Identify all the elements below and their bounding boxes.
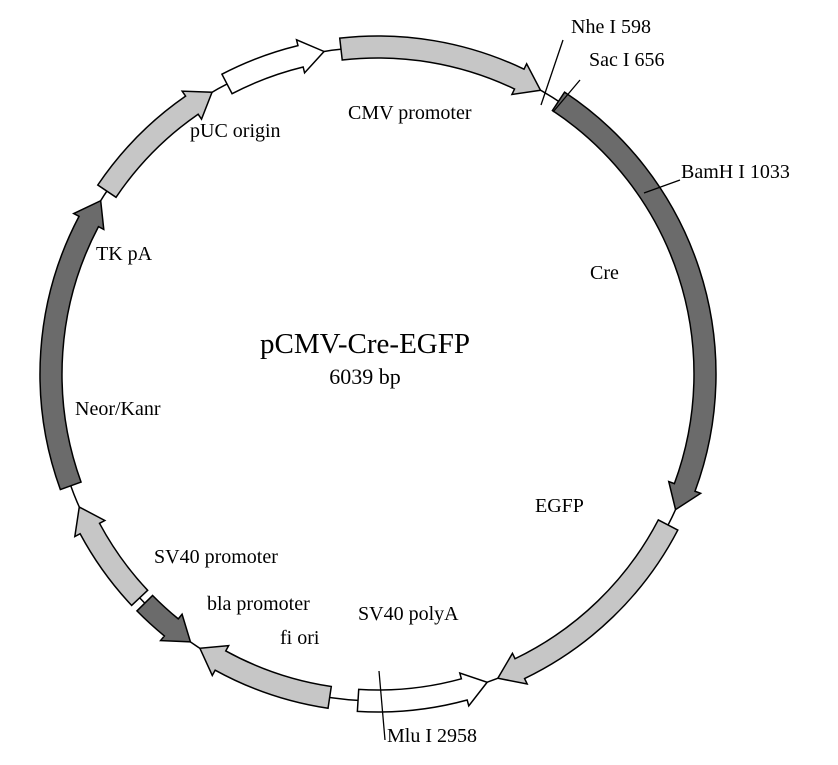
feature-arrow-bla-promoter (135, 594, 192, 643)
feature-label-fi-ori: fi ori (280, 627, 320, 649)
feature-label-neo-kan: Neor/Kanr (75, 398, 161, 420)
site-leader-bam (643, 179, 681, 194)
feature-labels: CMV promoter Cre EGFP SV40 polyA fi ori … (75, 102, 619, 649)
site-leader-mlu (378, 670, 386, 741)
site-label-bam: BamH I 1033 (681, 161, 790, 183)
feature-arrow-sv40-promoter (73, 505, 149, 607)
feature-arrow-cmv (338, 35, 542, 96)
feature-label-cmv: CMV promoter (348, 102, 472, 124)
feature-label-egfp: EGFP (535, 495, 584, 517)
feature-arrow-puc-origin (220, 38, 326, 95)
feature-arrow-egfp (496, 518, 679, 685)
feature-arrow-tk-pa (96, 90, 214, 199)
feature-arrow-fi-ori (198, 644, 333, 710)
plasmid-name: pCMV-Cre-EGFP (260, 328, 470, 360)
feature-arrow-neo-kan (39, 199, 105, 491)
feature-label-bla-promoter: bla promoter (207, 593, 310, 615)
feature-label-sv40-polya: SV40 polyA (358, 603, 459, 625)
site-label-sac: Sac I 656 (589, 49, 665, 71)
feature-label-sv40-promoter: SV40 promoter (154, 546, 278, 568)
site-labels: Nhe I 598 Sac I 656 BamH I 1033 Mlu I 29… (387, 16, 790, 747)
site-leader-nhe (540, 39, 564, 106)
feature-label-cre: Cre (590, 262, 619, 284)
site-label-nhe: Nhe I 598 (571, 16, 651, 38)
site-label-mlu: Mlu I 2958 (387, 725, 477, 747)
plasmid-size: 6039 bp (329, 364, 401, 389)
feature-label-tk-pa: TK pA (96, 243, 153, 265)
site-leaders (378, 39, 681, 741)
feature-label-puc-origin: pUC origin (190, 120, 281, 142)
feature-arrow-sv40-polya (356, 671, 489, 713)
site-leader-sac (552, 79, 581, 113)
feature-arrow-cre (551, 91, 717, 511)
feature-arrows (39, 35, 717, 713)
